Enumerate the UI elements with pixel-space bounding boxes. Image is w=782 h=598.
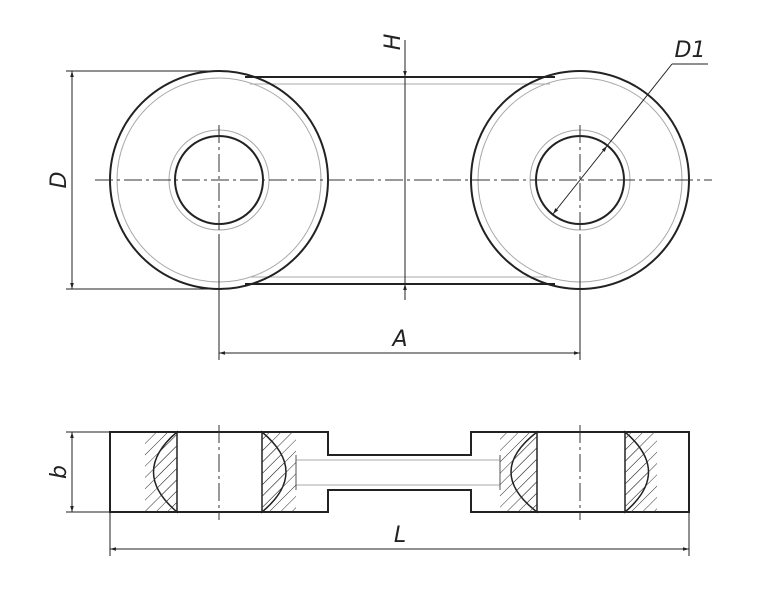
- dimension-D: D: [47, 70, 219, 290]
- label-D: D: [47, 172, 72, 189]
- label-b: b: [47, 465, 72, 479]
- label-H: H: [381, 34, 406, 51]
- section-view: [109, 425, 690, 520]
- dimension-L: L: [109, 512, 690, 556]
- dimension-A: A: [218, 235, 581, 360]
- label-A: A: [390, 327, 407, 352]
- dimension-H: H: [381, 34, 407, 300]
- top-view: [95, 70, 712, 290]
- dimension-b: b: [47, 431, 110, 513]
- label-L: L: [394, 523, 406, 548]
- dimension-D1: D1: [552, 38, 708, 215]
- label-D1: D1: [675, 38, 706, 63]
